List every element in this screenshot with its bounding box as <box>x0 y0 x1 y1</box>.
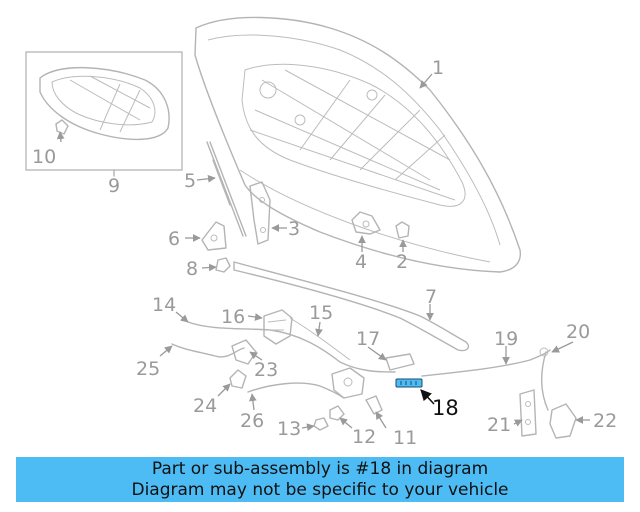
cable-part-19 <box>421 347 551 411</box>
callout-3: 3 <box>288 218 300 240</box>
callout-15: 15 <box>309 302 333 324</box>
nut-part-13 <box>313 417 329 431</box>
callout-20: 20 <box>566 321 590 343</box>
callout-6: 6 <box>168 228 180 250</box>
bumper-part-4 <box>351 211 381 235</box>
callout-12: 12 <box>352 426 376 448</box>
callout-5: 5 <box>184 170 196 192</box>
bracket-part-21 <box>519 389 537 437</box>
callout-arrows <box>56 73 590 432</box>
release-cable-part-15 <box>187 317 396 373</box>
callout-9: 9 <box>108 175 120 197</box>
banner-line-1: Part or sub-assembly is #18 in diagram <box>151 458 489 479</box>
callout-10: 10 <box>32 146 56 168</box>
callout-18[interactable]: 18 <box>432 396 459 420</box>
lever-part-22 <box>549 403 577 439</box>
callout-1: 1 <box>432 57 444 79</box>
bracket-part-24 <box>229 369 247 389</box>
seal-part-7 <box>233 261 470 352</box>
callout-25: 25 <box>136 358 160 380</box>
callout-2: 2 <box>396 251 408 273</box>
latch-part-16 <box>263 309 293 345</box>
hood-hinge-part <box>249 181 271 245</box>
cable-part-26 <box>247 382 345 399</box>
callout-11: 11 <box>393 427 417 449</box>
callout-26: 26 <box>240 410 264 432</box>
info-banner: Part or sub-assembly is #18 in diagram D… <box>16 457 624 502</box>
callout-7: 7 <box>425 286 437 308</box>
callout-13: 13 <box>277 418 301 440</box>
callout-21: 21 <box>487 414 511 436</box>
callout-23: 23 <box>254 359 278 381</box>
bolt-part-12 <box>329 405 345 421</box>
handle-part-17 <box>385 353 415 371</box>
callout-14: 14 <box>152 294 176 316</box>
clip-part-8 <box>215 257 231 273</box>
highlighted-part-18[interactable] <box>395 378 423 388</box>
callout-8: 8 <box>186 258 198 280</box>
hood-part <box>194 16 522 273</box>
stop-part-2 <box>395 221 410 239</box>
callout-16: 16 <box>221 306 245 328</box>
cable-part-25 <box>171 343 245 358</box>
callout-4: 4 <box>355 251 367 273</box>
callout-22: 22 <box>593 410 617 432</box>
insulator-inset <box>25 51 183 171</box>
latch-part-11 <box>331 367 383 415</box>
bracket-part-6 <box>201 221 227 251</box>
hood-strut-part <box>206 141 247 237</box>
callout-24: 24 <box>193 395 217 417</box>
callout-19: 19 <box>494 328 518 350</box>
callout-17: 17 <box>356 328 380 350</box>
banner-line-2: Diagram may not be specific to your vehi… <box>131 479 509 500</box>
